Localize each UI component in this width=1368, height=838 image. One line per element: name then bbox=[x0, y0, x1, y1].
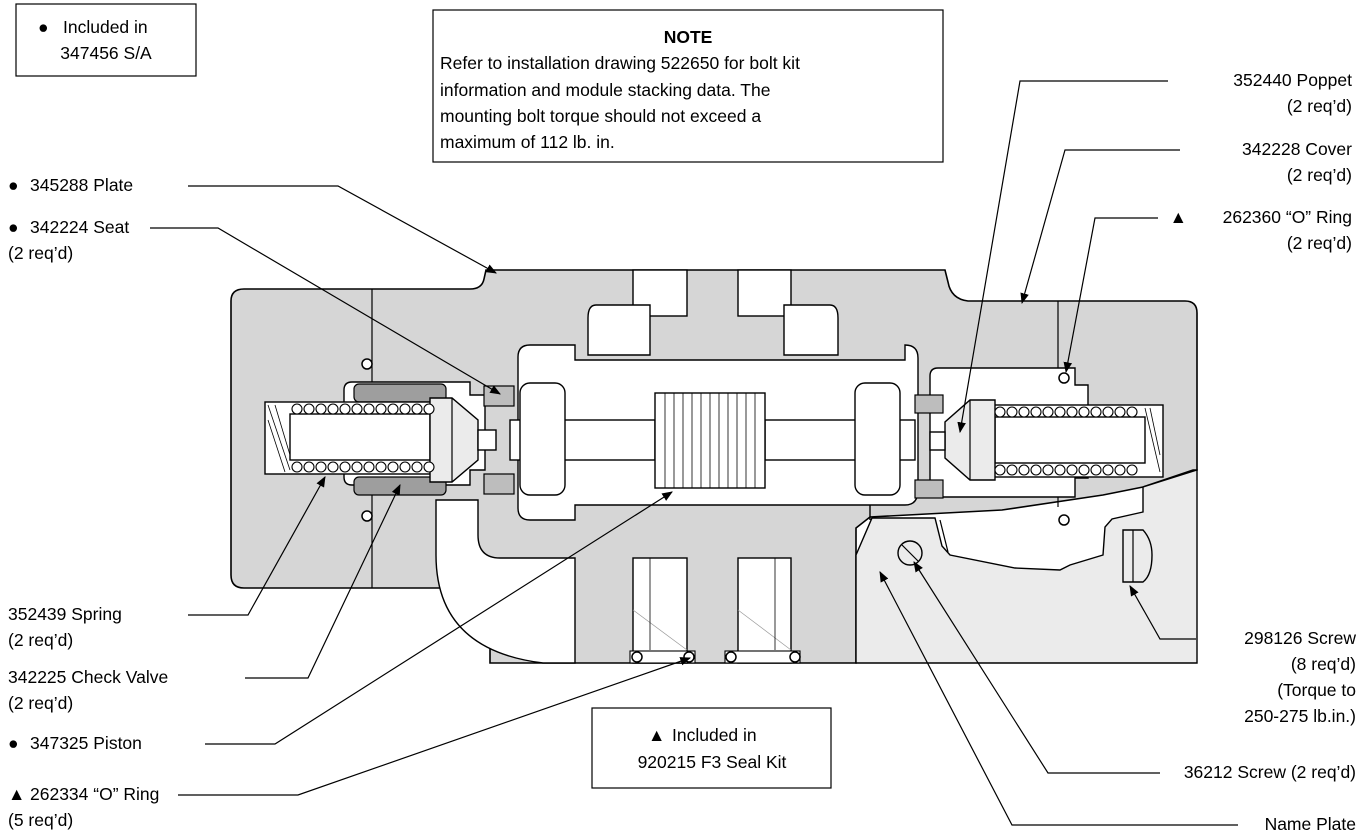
callout-sub: (2 req’d) bbox=[8, 630, 73, 650]
note-line-3: mounting bolt torque should not exceed a bbox=[440, 106, 761, 126]
callout-352439-spring: 352439 Spring (2 req’d) bbox=[8, 476, 326, 650]
name-plate-region bbox=[855, 469, 1198, 664]
callout-sub: (2 req’d) bbox=[1287, 233, 1352, 253]
callout-sub: (2 req’d) bbox=[1287, 96, 1352, 116]
callout-sub-2: (Torque to bbox=[1277, 680, 1356, 700]
callout-347325-piston: ● 347325 Piston bbox=[8, 491, 673, 753]
callout-label: 352440 Poppet bbox=[1233, 70, 1352, 90]
callout-label: 352439 Spring bbox=[8, 604, 122, 624]
callout-sub-3: 250-275 lb.in.) bbox=[1244, 706, 1356, 726]
callout-298126-screw: 298126 Screw (8 req’d) (Torque to 250-27… bbox=[1129, 585, 1356, 726]
seat-right-bottom bbox=[914, 479, 944, 499]
note-title: NOTE bbox=[664, 27, 713, 47]
callout-36212-screw: 36212 Screw (2 req’d) bbox=[913, 561, 1356, 782]
note-line-4: maximum of 112 lb. in. bbox=[440, 132, 615, 152]
callout-sub: (2 req’d) bbox=[8, 693, 73, 713]
callout-sub: (5 req’d) bbox=[8, 810, 73, 830]
callout-symbol: ● bbox=[8, 217, 19, 237]
seat-left-top bbox=[483, 385, 515, 407]
callout-label: 36212 Screw (2 req’d) bbox=[1184, 762, 1356, 782]
callout-sub: (8 req’d) bbox=[1291, 654, 1356, 674]
legend-seal-line1: Included in bbox=[672, 725, 757, 745]
legend-sa-line2: 347456 S/A bbox=[60, 43, 152, 63]
callout-sub: (2 req’d) bbox=[8, 243, 73, 263]
seat-left-bottom bbox=[483, 473, 515, 495]
piston-ribs bbox=[664, 393, 756, 488]
callout-342228-cover: 342228 Cover (2 req’d) bbox=[1020, 139, 1352, 305]
legend-seal-symbol: ▲ bbox=[648, 725, 665, 745]
callout-label: 347325 Piston bbox=[30, 733, 142, 753]
oring-262334-bottom bbox=[629, 650, 801, 664]
legend-subassembly-box: ● Included in 347456 S/A bbox=[15, 3, 197, 77]
callout-label: 298126 Screw bbox=[1244, 628, 1356, 648]
callout-262334-o-ring: ▲ 262334 “O” Ring (5 req’d) bbox=[8, 657, 692, 830]
legend-seal-kit-box: ▲ Included in 920215 F3 Seal Kit bbox=[591, 707, 832, 789]
callout-label: 262360 “O” Ring bbox=[1223, 207, 1352, 227]
callout-symbol: ● bbox=[8, 175, 19, 195]
legend-seal-line2: 920215 F3 Seal Kit bbox=[638, 752, 787, 772]
callout-name-plate: Name Plate bbox=[879, 571, 1356, 834]
screw-298126-head bbox=[1122, 529, 1153, 583]
note-box: NOTE Refer to installation drawing 52265… bbox=[432, 9, 944, 163]
callout-sub: (2 req’d) bbox=[1287, 165, 1352, 185]
callout-label: 342228 Cover bbox=[1242, 139, 1352, 159]
poppet-stem-right bbox=[994, 416, 1146, 464]
poppet-stem-left bbox=[289, 413, 431, 461]
callout-label: 342224 Seat bbox=[30, 217, 129, 237]
note-line-2: information and module stacking data. Th… bbox=[440, 80, 770, 100]
callout-label: 262334 “O” Ring bbox=[30, 784, 159, 804]
callout-262360-o-ring: ▲ 262360 “O” Ring (2 req’d) bbox=[1063, 207, 1352, 374]
callout-symbol: ● bbox=[8, 733, 19, 753]
callout-342224-seat: ● 342224 Seat (2 req’d) bbox=[8, 217, 501, 395]
legend-sa-line1: Included in bbox=[63, 17, 148, 37]
callout-352440-poppet: 352440 Poppet (2 req’d) bbox=[957, 70, 1352, 434]
spring-352439-left bbox=[267, 403, 435, 473]
legend-sa-symbol: ● bbox=[38, 17, 49, 37]
note-line-1: Refer to installation drawing 522650 for… bbox=[440, 53, 800, 73]
callout-345288-plate: ● 345288 Plate bbox=[8, 175, 497, 274]
callout-label: Name Plate bbox=[1265, 814, 1356, 834]
callout-342225-check-valve: 342225 Check Valve (2 req’d) bbox=[8, 484, 401, 713]
spring-352439-right bbox=[994, 406, 1161, 476]
valve-body bbox=[230, 269, 1198, 664]
callout-label: 342225 Check Valve bbox=[8, 667, 168, 687]
callout-symbol: ▲ bbox=[8, 784, 25, 804]
callout-label: 345288 Plate bbox=[30, 175, 133, 195]
seat-right-top bbox=[914, 394, 944, 414]
callout-symbol: ▲ bbox=[1170, 207, 1187, 227]
